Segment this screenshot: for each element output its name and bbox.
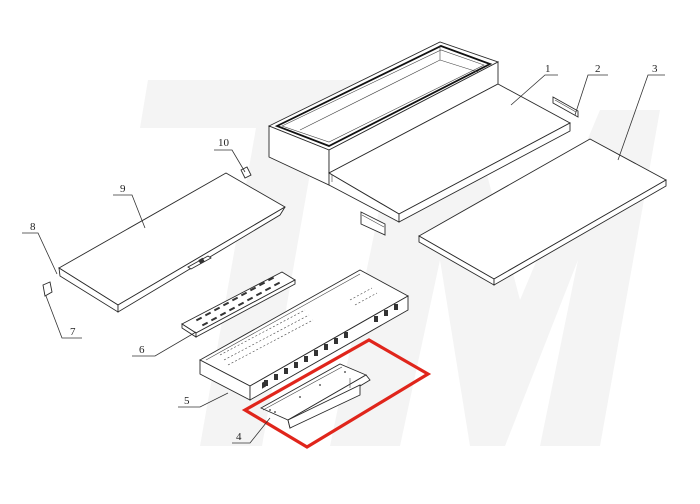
tray-vents-row (264, 304, 398, 386)
part-9-cover (58, 172, 286, 313)
callout-label-7: 7 (70, 326, 76, 338)
callout-1: 1 (510, 63, 558, 106)
callouts: 1 2 3 4 5 6 7 8 (22, 63, 665, 444)
callout-2: 2 (574, 63, 608, 116)
callout-8: 8 (22, 221, 58, 275)
callout-label-8: 8 (30, 221, 36, 233)
callout-5: 5 (178, 392, 229, 408)
callout-6: 6 (132, 331, 197, 357)
tray-floor-vents (219, 287, 378, 366)
callout-7: 7 (45, 295, 82, 339)
callout-10: 10 (214, 137, 246, 173)
part-1-bracket (360, 211, 386, 236)
part-4-bracket (259, 363, 371, 429)
part-2-bracket (552, 96, 579, 118)
callout-9: 9 (113, 183, 146, 229)
callout-label-10: 10 (218, 137, 230, 149)
highlight-box-part-4 (241, 338, 432, 449)
callout-label-1: 1 (545, 63, 551, 75)
callout-label-3: 3 (652, 63, 658, 75)
part-1-cabinet-body (267, 41, 571, 223)
rack-slots (195, 276, 281, 327)
callout-3: 3 (617, 63, 665, 161)
part-5-tray (199, 269, 409, 401)
part-3-panel (418, 138, 667, 286)
part-7-clip (42, 281, 53, 297)
callout-label-5: 5 (184, 395, 190, 407)
callout-4: 4 (232, 417, 271, 444)
callout-label-2: 2 (595, 63, 601, 75)
callout-label-6: 6 (139, 344, 145, 356)
callout-label-9: 9 (120, 183, 126, 195)
callout-label-4: 4 (236, 431, 242, 443)
